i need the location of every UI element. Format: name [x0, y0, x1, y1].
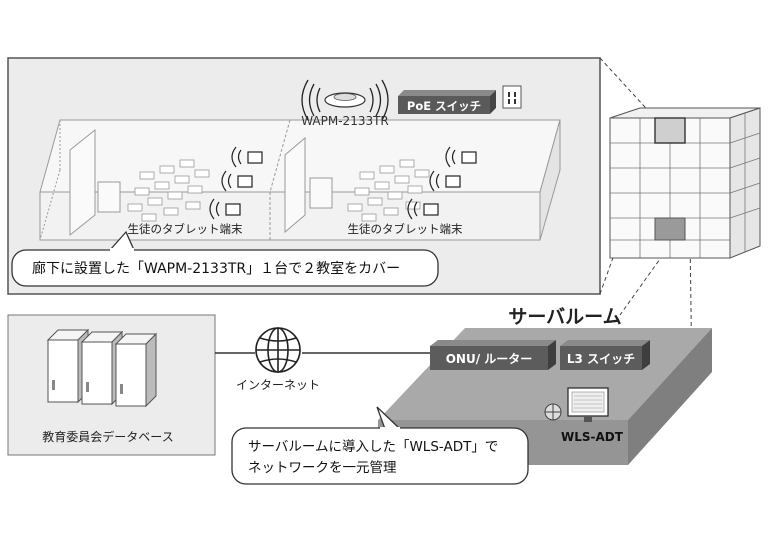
ap-model-label: WAPM-2133TR	[301, 114, 389, 128]
internet-globe-icon	[255, 327, 301, 373]
database-servers-icon	[46, 328, 158, 408]
server-callout-line1: サーバルームに導入した「WLS-ADT」で	[248, 439, 498, 455]
school-panel: WAPM-2133TR PoE スイッチ 生徒のタブレット端末 生徒のタブレット…	[7, 57, 601, 295]
classroom-desks-left	[127, 159, 210, 222]
tablet-label-right: 生徒のタブレット端末	[348, 222, 463, 236]
tablets-left	[209, 146, 263, 220]
school-building-exterior	[609, 107, 761, 259]
server-room-title: サーバルーム	[508, 306, 621, 328]
access-point-icon	[301, 79, 389, 121]
l3-switch: L3 スイッチ	[560, 340, 650, 370]
internet-label: インターネット	[236, 378, 320, 392]
onu-router-label: ONU/ ルーター	[446, 352, 533, 366]
wls-adt-icon	[544, 387, 609, 422]
server-callout-line2: ネットワークを一元管理	[248, 460, 397, 476]
classroom-desks-right	[347, 159, 430, 222]
tablet-label-left: 生徒のタブレット端末	[128, 222, 243, 236]
onu-router: ONU/ ルーター	[430, 340, 556, 370]
power-outlet-icon	[502, 85, 522, 109]
school-callout: 廊下に設置した「WAPM-2133TR」１台で２教室をカバー	[11, 230, 439, 287]
school-building	[39, 119, 561, 241]
school-callout-text: 廊下に設置した「WAPM-2133TR」１台で２教室をカバー	[32, 260, 400, 277]
tablets-right	[407, 146, 477, 220]
poe-switch: PoE スイッチ	[398, 90, 496, 114]
wls-adt-label: WLS-ADT	[561, 430, 624, 444]
l3-switch-label: L3 スイッチ	[567, 352, 635, 366]
database-label: 教育委員会データベース	[42, 429, 173, 444]
poe-switch-label: PoE スイッチ	[407, 99, 481, 113]
database-panel: 教育委員会データベース	[7, 314, 216, 456]
server-room-callout: サーバルームに導入した「WLS-ADT」で ネットワークを一元管理	[231, 406, 529, 485]
server-room: サーバルーム ONU/ ルーター L3 スイッチ	[231, 306, 712, 485]
